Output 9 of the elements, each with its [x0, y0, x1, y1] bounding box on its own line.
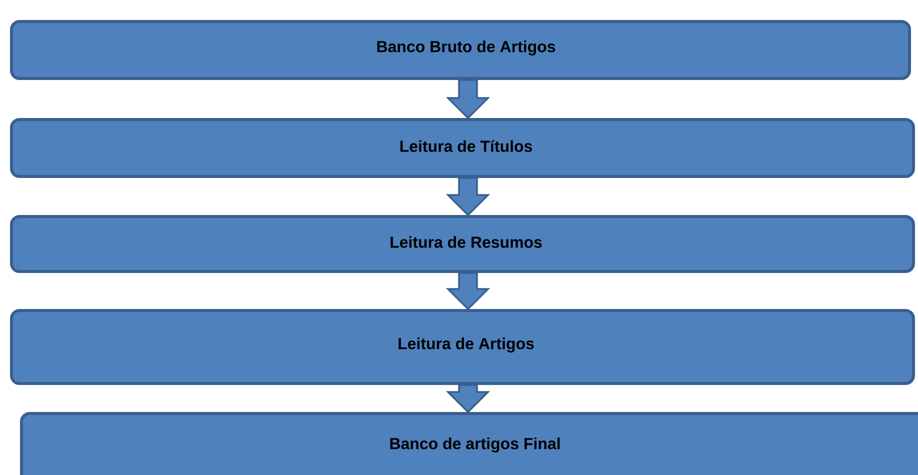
block-arrow — [446, 177, 490, 216]
block-arrow — [446, 79, 490, 120]
process-box: Banco Bruto de Artigos — [10, 20, 911, 80]
block-arrow — [446, 384, 490, 414]
process-box: Banco de artigos Final — [20, 412, 918, 475]
process-box: Leitura de Artigos — [10, 309, 915, 385]
block-arrow — [446, 272, 490, 310]
process-box: Leitura de Títulos — [10, 118, 915, 178]
process-box: Leitura de Resumos — [10, 215, 915, 273]
